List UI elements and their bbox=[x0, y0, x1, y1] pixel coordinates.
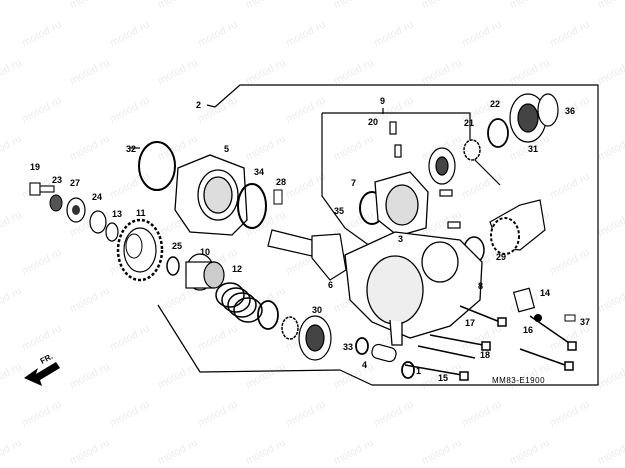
nut-21-upper bbox=[463, 139, 481, 161]
ring-22-lower bbox=[257, 300, 279, 330]
callout-28: 28 bbox=[276, 177, 286, 187]
callout-33: 33 bbox=[343, 342, 353, 352]
callout-35: 35 bbox=[334, 206, 344, 216]
bearing-28-upper bbox=[428, 147, 456, 185]
callout-11: 11 bbox=[136, 208, 146, 218]
nut-21-lower bbox=[281, 316, 299, 340]
callout-13: 13 bbox=[112, 209, 122, 219]
callout-34: 34 bbox=[254, 167, 264, 177]
callout-24: 24 bbox=[92, 192, 102, 202]
ring-22-upper bbox=[487, 118, 509, 148]
callout-25: 25 bbox=[172, 241, 182, 251]
spring-12 bbox=[215, 282, 263, 323]
callout-10: 10 bbox=[200, 247, 210, 257]
o-ring-34 bbox=[237, 183, 267, 229]
callout-14: 14 bbox=[540, 288, 550, 298]
o-ring-33-right bbox=[401, 361, 415, 379]
bearing-30 bbox=[298, 315, 332, 361]
callout-12: 12 bbox=[232, 264, 242, 274]
callout-5: 5 bbox=[224, 144, 229, 154]
callout-32: 32 bbox=[126, 144, 136, 154]
callout-30: 30 bbox=[312, 305, 322, 315]
callout-22: 22 bbox=[490, 99, 500, 109]
callout-31: 31 bbox=[528, 144, 538, 154]
callout-15: 15 bbox=[438, 373, 448, 383]
callout-16: 16 bbox=[523, 325, 533, 335]
washer-23 bbox=[49, 194, 63, 212]
callout-17: 17 bbox=[465, 318, 475, 328]
pinion-shaft bbox=[267, 229, 347, 281]
assembly-outline-9 bbox=[321, 113, 371, 247]
callout-18: 18 bbox=[480, 350, 490, 360]
long-bolts bbox=[404, 305, 577, 381]
callout-4: 4 bbox=[362, 360, 367, 370]
circlip-25 bbox=[166, 256, 180, 276]
bearing-36 bbox=[509, 93, 559, 143]
callout-29: 29 bbox=[496, 252, 506, 262]
callout-1: 1 bbox=[416, 366, 421, 376]
bolts-20 bbox=[389, 121, 461, 229]
callout-20: 20 bbox=[368, 117, 378, 127]
housing-7 bbox=[374, 171, 429, 237]
o-ring-32 bbox=[138, 141, 176, 191]
front-arrow bbox=[24, 362, 60, 386]
callout-21: 21 bbox=[464, 118, 474, 128]
part-10 bbox=[185, 253, 225, 291]
final-drive-case bbox=[344, 231, 483, 346]
callout-9: 9 bbox=[380, 96, 385, 106]
callout-2: 2 bbox=[196, 100, 201, 110]
callout-6: 6 bbox=[328, 280, 333, 290]
callout-3: 3 bbox=[398, 234, 403, 244]
callout-19: 19 bbox=[30, 162, 40, 172]
callout-23: 23 bbox=[52, 175, 62, 185]
gear-11 bbox=[116, 218, 164, 282]
pin-28 bbox=[273, 189, 283, 205]
callout-36: 36 bbox=[565, 106, 575, 116]
ring-gear bbox=[489, 199, 546, 255]
callout-37: 37 bbox=[580, 317, 590, 327]
o-ring-33-left bbox=[355, 337, 369, 355]
dowel-4 bbox=[371, 343, 397, 363]
plate-14 bbox=[512, 287, 536, 313]
housing-5 bbox=[174, 154, 248, 236]
assembly-outline-2 bbox=[157, 84, 599, 386]
callout-8: 8 bbox=[478, 281, 483, 291]
bolt-37 bbox=[564, 314, 576, 322]
bearing-24 bbox=[89, 210, 107, 234]
callout-27: 27 bbox=[70, 178, 80, 188]
collar-13 bbox=[105, 222, 119, 242]
bolt-19 bbox=[29, 182, 55, 196]
callout-7: 7 bbox=[351, 178, 356, 188]
